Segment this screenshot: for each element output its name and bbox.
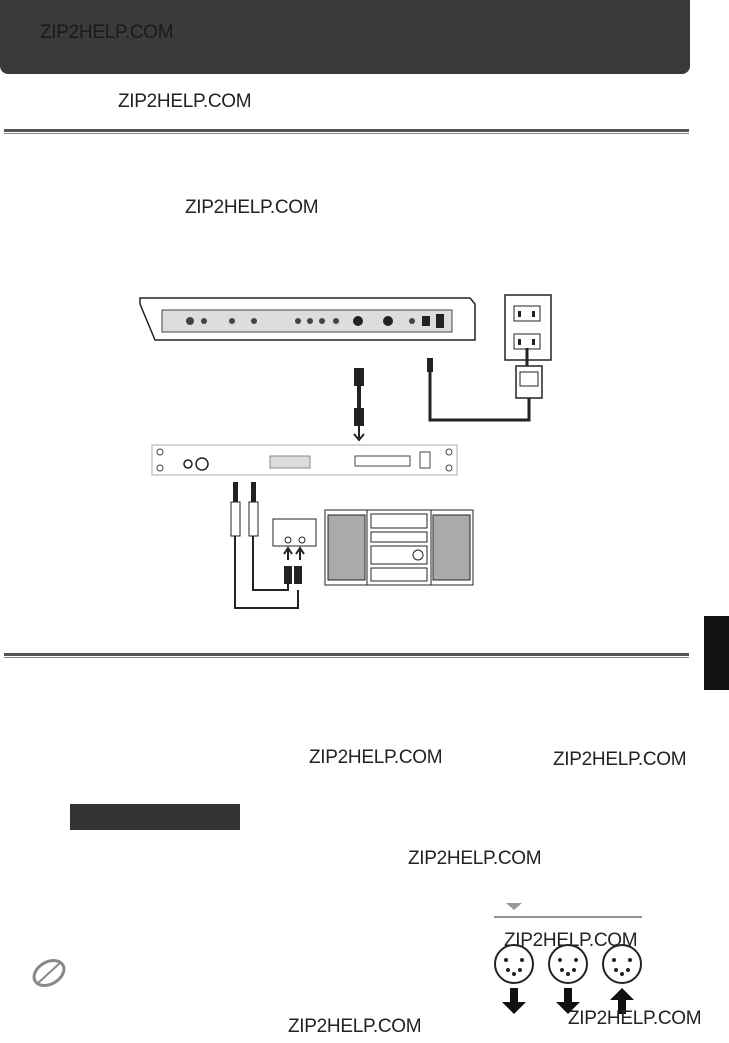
ac-adaptor [427, 348, 543, 422]
midi-out-jack [494, 944, 534, 984]
dark-label-bar [70, 804, 240, 830]
connection-diagram [139, 294, 552, 609]
watermark: ZIP2HELP.COM [553, 749, 687, 770]
section-rule-top [4, 129, 689, 134]
midi-cable [353, 368, 365, 442]
midi-in-jack [602, 944, 642, 984]
section-side-tab [704, 616, 729, 690]
watermark: ZIP2HELP.COM [288, 1016, 422, 1037]
header-bar: ZIP2HELP.COM [0, 0, 690, 74]
watermark: ZIP2HELP.COM [504, 930, 638, 951]
input-jacks [272, 518, 317, 560]
midi-thru-jack [548, 944, 588, 984]
sound-module [151, 444, 458, 476]
watermark: ZIP2HELP.COM [309, 747, 443, 768]
watermark: ZIP2HELP.COM [185, 197, 319, 218]
watermark: ZIP2HELP.COM [408, 848, 542, 869]
down-arrow-icon [556, 988, 580, 1014]
stereo-system [324, 509, 474, 586]
up-arrow-icon [610, 988, 634, 1014]
note-pencil-icon [32, 959, 66, 987]
watermark: ZIP2HELP.COM [568, 1008, 702, 1029]
watermark: ZIP2HELP.COM [118, 91, 252, 112]
section-rule-middle [4, 653, 689, 658]
down-arrow-icon [502, 988, 526, 1014]
midi-jacks-diagram [494, 903, 642, 1014]
drum-module-rear-panel [139, 297, 476, 341]
header-watermark: ZIP2HELP.COM [40, 22, 174, 43]
audio-cables [230, 482, 302, 609]
